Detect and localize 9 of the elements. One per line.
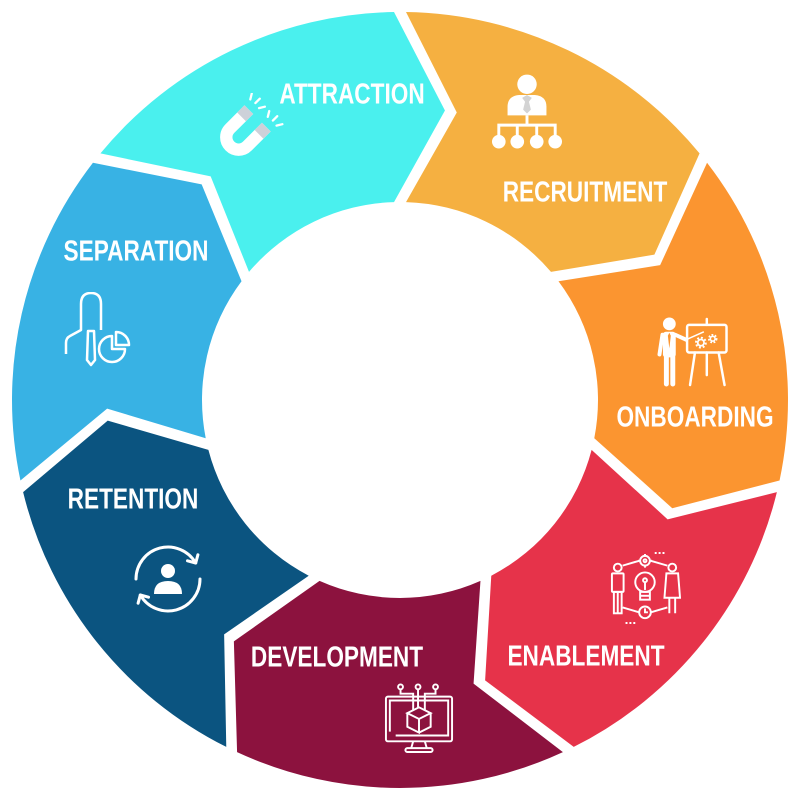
stage-label: RECRUITMENT — [502, 178, 668, 208]
cycle-segment — [12, 162, 242, 481]
stage-label: ATTRACTION — [279, 80, 425, 110]
stage-label: ONBOARDING — [616, 404, 774, 432]
stage-label: SEPARATION — [64, 238, 208, 266]
cycle-segment — [485, 449, 777, 747]
stage-label: ENABLEMENT — [507, 642, 665, 672]
stage-label: RETENTION — [68, 486, 198, 514]
stage-label: DEVELOPMENT — [250, 644, 424, 672]
